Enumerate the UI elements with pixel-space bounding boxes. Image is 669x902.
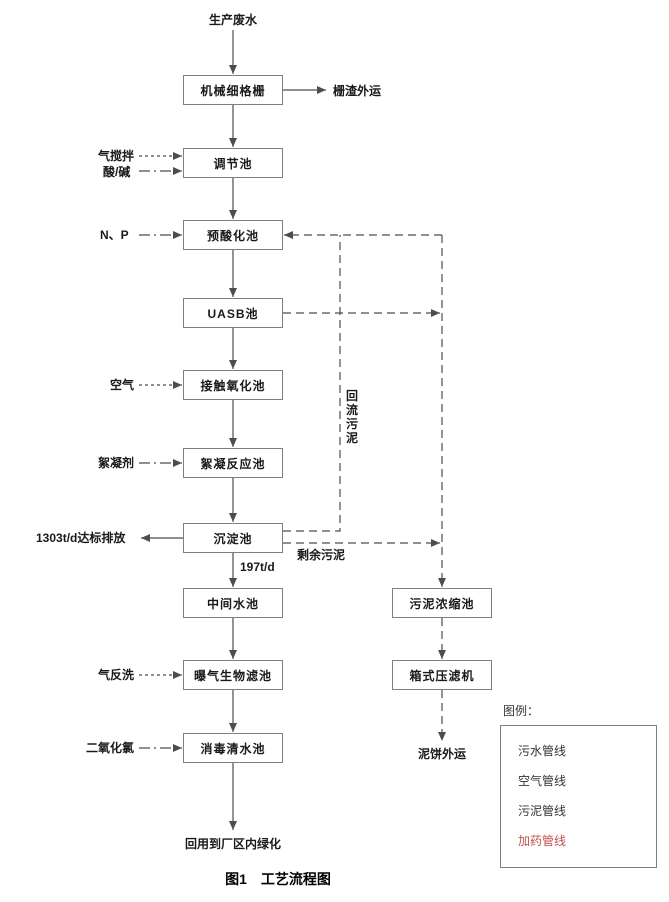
legend-item-sludge-line: 污泥管线 (518, 804, 567, 818)
node-sedimentation-tank: 沉淀池 (183, 523, 283, 553)
node-disinfection-tank: 消毒清水池 (183, 733, 283, 763)
label-air-backwash: 气反洗 (98, 668, 135, 682)
label-air: 空气 (110, 378, 135, 392)
sludge-return-riser (283, 235, 341, 532)
label-reuse-greening: 回用到厂区内绿化 (185, 837, 282, 851)
node-regulating-tank: 调节池 (183, 148, 283, 178)
legend-item-air-line: 空气管线 (518, 774, 567, 788)
label-np-nutrients: N、P (100, 228, 129, 242)
legend-item-dosing-line: 加药管线 (518, 834, 567, 848)
node-contact-oxidation-tank: 接触氧化池 (183, 370, 283, 400)
node-uasb-tank: UASB池 (183, 298, 283, 328)
legend-item-sewage-line: 污水管线 (518, 744, 567, 758)
label-excess-sludge: 剩余污泥 (297, 548, 346, 562)
label-discharge-1303: 1303t/d达标排放 (36, 531, 126, 545)
label-source-wastewater: 生产废水 (209, 13, 258, 27)
node-aerated-biofilter: 曝气生物滤池 (183, 660, 283, 690)
label-mud-cake: 泥饼外运 (418, 747, 467, 761)
legend (500, 725, 657, 868)
label-grid-residue: 栅渣外运 (333, 84, 382, 98)
node-preacidification-tank: 预酸化池 (183, 220, 283, 250)
label-flocculant: 絮凝剂 (98, 456, 135, 470)
label-air-mixing: 气搅拌 (98, 149, 135, 163)
node-flocculation-tank: 絮凝反应池 (183, 448, 283, 478)
label-flow-197: 197t/d (240, 560, 275, 574)
legend-title: 图例： (503, 704, 540, 718)
node-mechanical-fine-screen: 机械细格栅 (183, 75, 283, 105)
node-filter-press: 箱式压滤机 (392, 660, 492, 690)
label-return-sludge: 回流污泥 (345, 389, 358, 445)
node-sludge-thickener: 污泥浓缩池 (392, 588, 492, 618)
label-acid-alkali: 酸/碱 (103, 165, 131, 179)
label-chlorine-dioxide: 二氧化氯 (86, 741, 135, 755)
node-intermediate-tank: 中间水池 (183, 588, 283, 618)
figure-caption: 图1 工艺流程图 (225, 871, 331, 887)
